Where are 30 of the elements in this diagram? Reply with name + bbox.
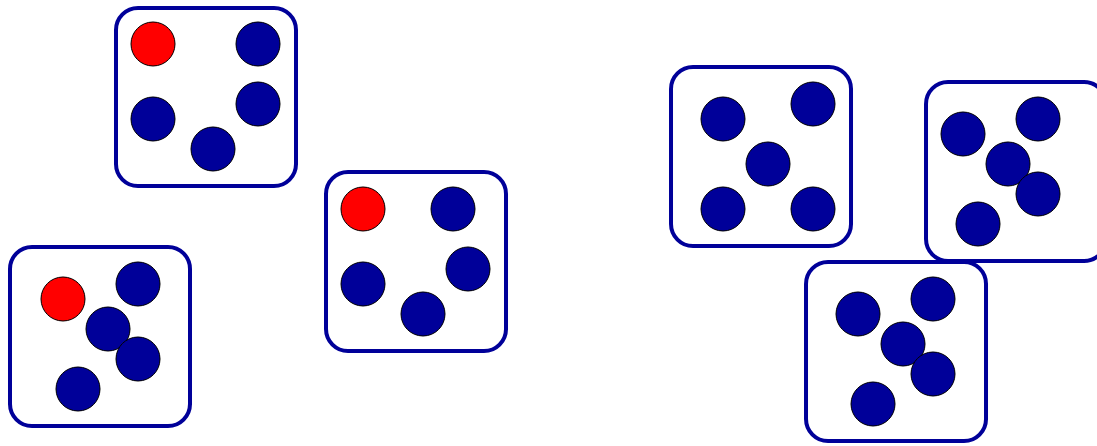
dot [745, 141, 791, 187]
dot [190, 126, 236, 172]
dot [40, 276, 86, 322]
dot [850, 381, 896, 427]
dot [235, 81, 281, 127]
dot [85, 306, 131, 352]
dot [400, 291, 446, 337]
dot [445, 246, 491, 292]
dot [700, 186, 746, 232]
dot [880, 321, 926, 367]
dot [115, 261, 161, 307]
dot [985, 141, 1031, 187]
dot [700, 96, 746, 142]
dot [790, 186, 836, 232]
dot [790, 81, 836, 127]
dot [130, 96, 176, 142]
dot [1015, 171, 1061, 217]
dot [340, 261, 386, 307]
dot [430, 186, 476, 232]
dot [130, 21, 176, 67]
dot [235, 21, 281, 67]
dot [1015, 96, 1061, 142]
dot [340, 186, 386, 232]
dot [955, 201, 1001, 247]
dot [55, 366, 101, 412]
dot [835, 291, 881, 337]
dot [115, 336, 161, 382]
dot [910, 276, 956, 322]
dot [910, 351, 956, 397]
dot [940, 111, 986, 157]
